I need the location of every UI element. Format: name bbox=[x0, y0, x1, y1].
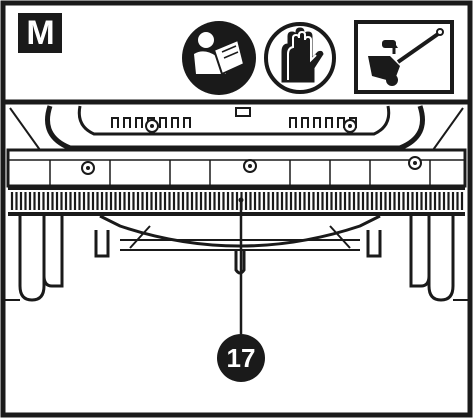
callout-anchor-dot bbox=[238, 197, 244, 203]
snow-blower-housing bbox=[9, 105, 464, 151]
read-manual-icon bbox=[182, 21, 256, 95]
snow-blower-handle-icon bbox=[354, 20, 454, 94]
scraper-bar bbox=[6, 148, 467, 188]
gloves-icon bbox=[264, 22, 336, 94]
callout-number: 17 bbox=[217, 334, 265, 382]
rubber-paddle-strip bbox=[8, 186, 465, 216]
step-label: M bbox=[18, 13, 62, 53]
